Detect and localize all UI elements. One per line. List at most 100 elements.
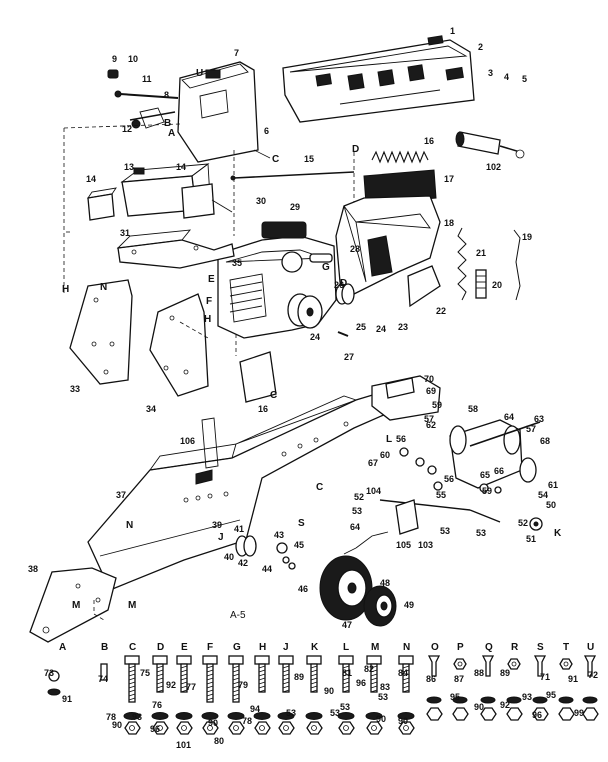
lock-washer-icon — [175, 712, 193, 720]
callout: 38 — [28, 564, 38, 574]
callout: 8 — [164, 90, 169, 100]
hex-nut-icon — [558, 707, 575, 721]
pulley-24 — [287, 293, 323, 329]
key-27 — [337, 331, 349, 337]
ref-letter: D — [352, 144, 359, 155]
callout: 58 — [468, 404, 478, 414]
fastener-number: 89 — [500, 668, 510, 678]
callout: 57 — [526, 424, 536, 434]
bolt-head-icon — [366, 655, 382, 665]
ref-letter: H — [204, 314, 211, 325]
fastener-number: 96 — [150, 724, 160, 734]
ref-letter: H — [62, 284, 69, 295]
hood — [335, 195, 441, 297]
lock-washer-icon — [582, 696, 598, 704]
callout: 106 — [180, 436, 195, 446]
fastener-number: 80 — [214, 736, 224, 746]
callout: 37 — [116, 490, 126, 500]
fastener-number: 53 — [340, 702, 350, 712]
fastener-number: 79 — [238, 680, 248, 690]
reference-letters: U B A E C C C D D F G H H N N J M M K L … — [62, 68, 562, 611]
callout: 70 — [424, 374, 434, 384]
ref-letter: C — [272, 154, 279, 165]
callout: 15 — [304, 154, 314, 164]
hex-nut-icon — [480, 707, 497, 721]
engine-mount-plate — [116, 229, 235, 269]
callout: 103 — [418, 540, 433, 550]
fastener-number: 91 — [568, 674, 578, 684]
main-frame — [87, 387, 405, 591]
fastener-letter: G — [233, 642, 241, 653]
fastener-number: 92 — [166, 680, 176, 690]
screw-icon — [481, 655, 495, 677]
callout: 5 — [522, 74, 527, 84]
fastener-number: 53 — [378, 692, 388, 702]
ref-letter: F — [206, 296, 212, 307]
ref-letter: M — [72, 600, 80, 611]
screw-icon — [427, 655, 441, 677]
shift-linkage — [343, 499, 501, 555]
callout: 61 — [548, 480, 558, 490]
ref-letter: M — [128, 600, 136, 611]
callout: 31 — [120, 228, 130, 238]
callout: 25 — [356, 322, 366, 332]
lock-washer-icon — [426, 696, 442, 704]
fastener-letter: C — [129, 642, 136, 653]
spring — [371, 150, 429, 164]
callout: 50 — [546, 500, 556, 510]
fastener-letter: L — [343, 642, 349, 653]
ref-letter: L — [386, 434, 392, 445]
callout: 7 — [234, 48, 239, 58]
callout: 10 — [128, 54, 138, 64]
callout: 39 — [212, 520, 222, 530]
lock-washer-icon — [227, 712, 245, 720]
callout: 105 — [396, 540, 411, 550]
callout: 9 — [112, 54, 117, 64]
fastener-number: 81 — [342, 668, 352, 678]
fastener-number: 76 — [152, 700, 162, 710]
pulley-24b — [335, 283, 355, 305]
fastener-number: 82 — [364, 664, 374, 674]
dash-panel — [282, 35, 475, 123]
lock-washer-icon — [253, 712, 271, 720]
wheel-46 — [319, 555, 373, 621]
callout: 53 — [440, 526, 450, 536]
callout: 11 — [142, 74, 152, 84]
callout: 21 — [476, 248, 486, 258]
fastener-number: 73 — [44, 668, 54, 678]
hex-nut-icon — [582, 707, 599, 721]
callout: 18 — [444, 218, 454, 228]
hex-nut-icon — [426, 707, 443, 721]
lock-washer-icon — [123, 712, 141, 720]
grease-gun — [455, 131, 525, 159]
callout: 56 — [396, 434, 406, 444]
rod-19 — [513, 229, 521, 301]
callout: 45 — [294, 540, 304, 550]
callout: 48 — [380, 578, 390, 588]
callout: 29 — [290, 202, 300, 212]
lock-washer-icon — [201, 712, 219, 720]
fastener-number: 89 — [294, 672, 304, 682]
hood-side-panel — [407, 265, 441, 308]
fastener-number: 96 — [356, 678, 366, 688]
fastener-number: 53 — [330, 708, 340, 718]
callout: 53 — [476, 528, 486, 538]
lock-washer-icon — [305, 712, 323, 720]
callout: 59 — [482, 486, 492, 496]
front-bracket-38 — [29, 567, 117, 643]
screw-icon — [583, 655, 597, 677]
callout: 65 — [480, 470, 490, 480]
callout: 30 — [256, 196, 266, 206]
bolt-head-icon — [176, 655, 192, 665]
callout: 27 — [344, 352, 354, 362]
fastener-number: 95 — [546, 690, 556, 700]
callout: 63 — [534, 414, 544, 424]
callout: 59 — [432, 400, 442, 410]
fastener-number: 91 — [62, 694, 72, 704]
bolt-head-icon — [202, 655, 218, 665]
callout: 57 — [424, 414, 434, 424]
callout: 64 — [350, 522, 360, 532]
throttle-lever — [107, 69, 179, 129]
fastener-number: 83 — [380, 682, 390, 692]
